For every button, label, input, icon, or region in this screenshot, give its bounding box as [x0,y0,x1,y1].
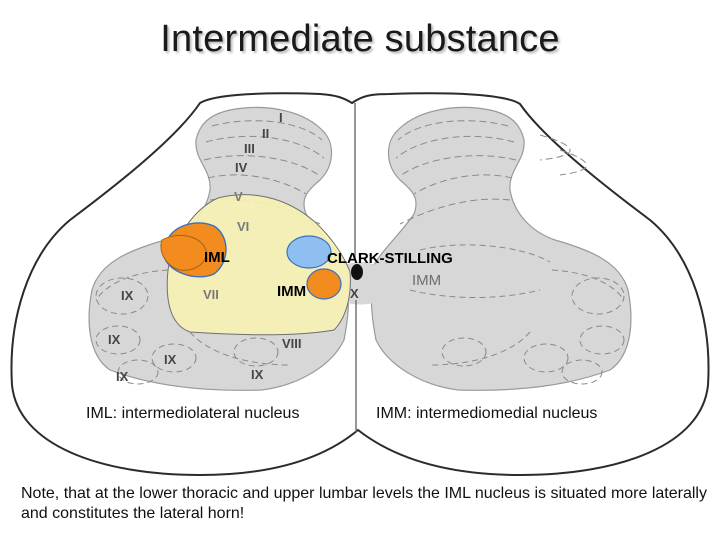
lamina-4-label: IV [235,160,248,175]
lamina-9-label-b: IX [108,332,121,347]
imm-label-right: IMM [412,272,441,289]
slide-title: Intermediate substance [160,18,560,60]
imm-legend: IMM: intermediomedial nucleus [376,405,598,422]
lamina-9-label-a: IX [121,288,134,303]
dorsal-horn-laminae-right [395,120,587,225]
lamina-9-label-d: IX [116,369,129,384]
lamina-5-label: V [234,189,243,204]
ventral-horn-boundaries-right [409,244,625,385]
iml-legend: IML: intermediolateral nucleus [86,405,300,422]
lamina-9-label-e: IX [251,367,264,382]
imm-label: IMM [277,283,306,300]
clark-stilling-label: CLARK-STILLING [327,250,453,267]
lamina-7-label: VII [203,287,219,302]
footnote: Note, that at the lower thoracic and upp… [21,485,707,522]
lamina-10-label: X [350,286,359,301]
iml-nucleus-lateral-horn [160,234,207,271]
lamina-3-label: III [244,141,255,156]
lamina-9-label-c: IX [164,352,177,367]
central-canal [351,264,363,280]
clark-stilling-nucleus [286,235,332,269]
ventral-horn-boundaries-left [95,269,291,385]
lamina-1-label: I [279,110,283,125]
imm-nucleus [306,268,342,300]
iml-label: IML [204,249,230,266]
lamina-6-label: VI [237,219,249,234]
lamina-2-label: II [262,126,269,141]
grey-matter-right [370,106,632,391]
lamina-8-label: VIII [282,336,302,351]
